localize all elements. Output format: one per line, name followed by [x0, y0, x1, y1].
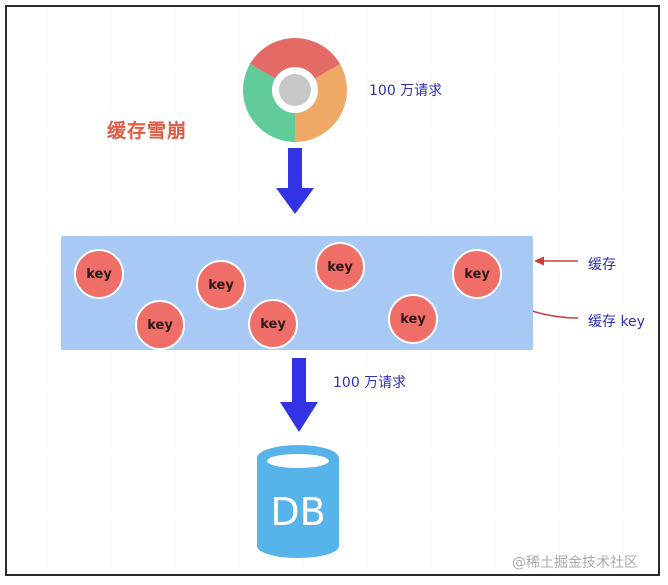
cache-key-label: 缓存 key [588, 314, 645, 330]
chrome-browser-icon [243, 38, 347, 142]
chrome-red-segment [250, 38, 340, 90]
cache-key-4: key [248, 299, 298, 349]
diagram-title: 缓存雪崩 [107, 120, 188, 142]
chrome-center [279, 74, 311, 106]
database-cylinder-icon [257, 445, 339, 558]
cache-key-1: key [74, 249, 124, 299]
cache-pointer-arrow [534, 256, 578, 266]
cache-key-2: key [135, 300, 185, 350]
arrow-browser-to-cache [276, 148, 314, 214]
watermark: @稀土掘金技术社区 [512, 555, 638, 571]
database-label: DB [270, 490, 326, 534]
requests-bottom-label: 100 万请求 [333, 375, 407, 391]
arrow-cache-to-db [280, 358, 318, 432]
cache-key-7: key [452, 249, 502, 299]
cache-key-6: key [388, 294, 438, 344]
cache-key-3: key [196, 260, 246, 310]
cache-key-5: key [315, 242, 365, 292]
requests-top-label: 100 万请求 [369, 83, 443, 99]
cache-label: 缓存 [588, 257, 616, 273]
